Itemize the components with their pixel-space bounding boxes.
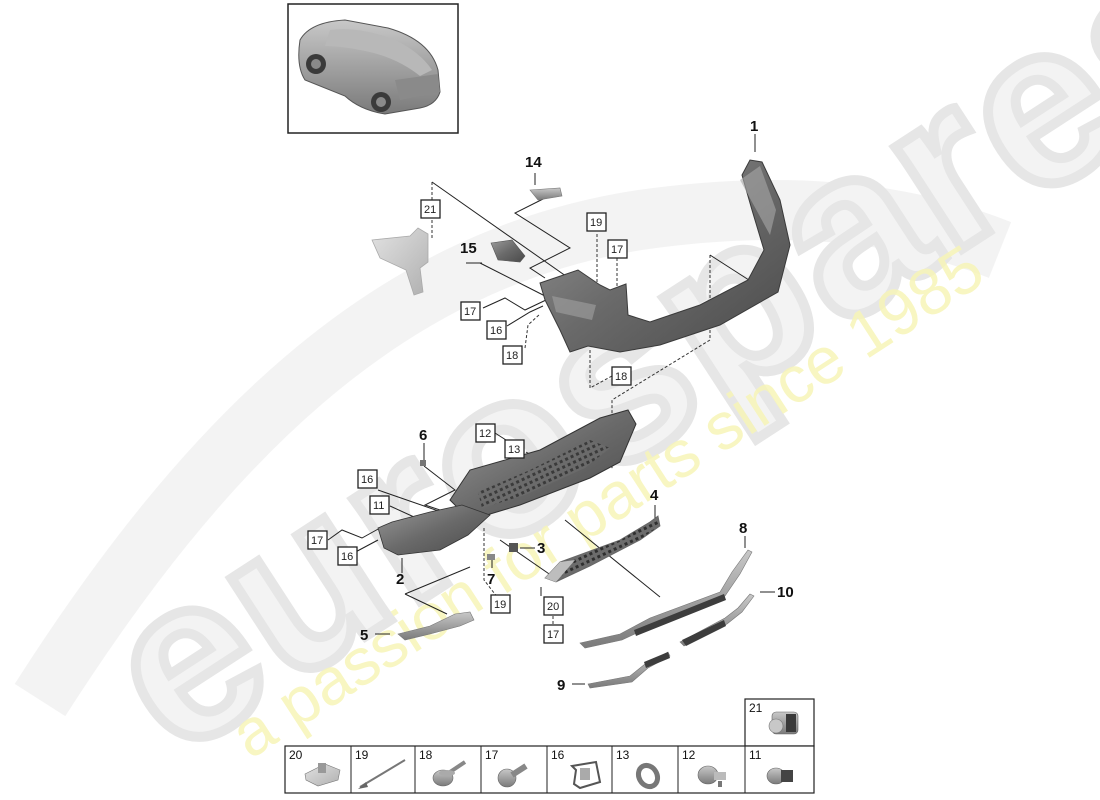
boxed-refs: 21 19 17 17 16 18 18 12 13 16 11 17 16 1… — [307, 199, 632, 644]
svg-text:16: 16 — [341, 551, 353, 563]
part-5-bracket[interactable] — [397, 611, 475, 641]
part-15-cover[interactable] — [490, 239, 526, 263]
table-cell-16[interactable]: 16 — [551, 748, 602, 790]
svg-text:18: 18 — [419, 748, 433, 762]
sensor-clip-icon — [766, 767, 793, 785]
svg-text:12: 12 — [682, 748, 696, 762]
table-cell-20[interactable]: 20 — [289, 748, 341, 787]
sensor-holder-icon — [697, 765, 726, 787]
ref-box-17-top[interactable]: 17 — [607, 239, 628, 259]
callouts: 1 2 3 4 5 6 7 8 9 10 14 15 — [360, 118, 794, 694]
ring-nut-icon — [635, 762, 661, 790]
ref-box-21[interactable]: 21 — [420, 199, 441, 219]
svg-text:19: 19 — [355, 748, 369, 762]
callout-14[interactable]: 14 — [525, 154, 542, 171]
callout-7[interactable]: 7 — [487, 571, 495, 588]
part-7-clip[interactable] — [487, 554, 495, 560]
part-8-trim-strip[interactable] — [579, 549, 753, 649]
table-cell-17[interactable]: 17 — [485, 748, 528, 788]
svg-text:11: 11 — [749, 748, 762, 762]
ref-box-16-mid[interactable]: 16 — [486, 320, 507, 340]
part-6-clip[interactable] — [420, 460, 426, 466]
ref-box-13[interactable]: 13 — [504, 439, 525, 459]
ref-box-20[interactable]: 20 — [543, 596, 564, 616]
ref-box-17-bottom[interactable]: 17 — [543, 624, 564, 644]
ref-box-12[interactable]: 12 — [475, 423, 496, 443]
ref-box-17-low[interactable]: 17 — [307, 530, 328, 550]
svg-text:13: 13 — [616, 748, 630, 762]
rivet-pin-icon — [358, 759, 406, 789]
table-cell-12[interactable]: 12 — [682, 748, 726, 787]
part-10-trim-strip[interactable] — [679, 593, 755, 647]
svg-text:20: 20 — [289, 748, 303, 762]
callout-2[interactable]: 2 — [396, 571, 404, 588]
table-cell-21[interactable]: 21 — [744, 698, 815, 747]
svg-text:16: 16 — [551, 748, 565, 762]
svg-text:19: 19 — [590, 217, 602, 229]
ref-box-18-mid[interactable]: 18 — [502, 345, 523, 365]
spring-clip-icon — [569, 760, 602, 790]
callout-6[interactable]: 6 — [419, 427, 427, 444]
svg-text:17: 17 — [611, 244, 623, 256]
watermark: eurospares eurospares a passion for part… — [14, 0, 1100, 800]
svg-text:16: 16 — [490, 325, 502, 337]
part-4-diffuser-insert[interactable] — [544, 515, 661, 583]
svg-text:18: 18 — [506, 350, 518, 362]
table-cell-19[interactable]: 19 — [355, 748, 406, 789]
ref-box-16-left[interactable]: 16 — [337, 546, 358, 566]
callout-4[interactable]: 4 — [650, 487, 659, 504]
svg-text:16: 16 — [361, 474, 373, 486]
ref-box-17-mid[interactable]: 17 — [460, 301, 481, 321]
car-icon — [298, 19, 441, 115]
svg-text:21: 21 — [749, 701, 763, 715]
callout-9[interactable]: 9 — [557, 677, 565, 694]
callout-10[interactable]: 10 — [777, 584, 794, 601]
part-3-clip[interactable] — [509, 543, 518, 552]
callout-15[interactable]: 15 — [460, 240, 477, 257]
svg-text:12: 12 — [479, 428, 491, 440]
svg-text:20: 20 — [547, 601, 559, 613]
vehicle-thumbnail[interactable] — [287, 3, 459, 134]
ref-box-16-low[interactable]: 16 — [357, 469, 378, 489]
part-1-bumper-cover[interactable] — [539, 159, 791, 353]
ref-box-19-top[interactable]: 19 — [586, 212, 607, 232]
expansion-rivet-icon — [432, 760, 467, 787]
part-2-corner-trim[interactable] — [377, 504, 491, 556]
svg-text:11: 11 — [373, 500, 384, 512]
clip-nut-icon — [768, 711, 799, 735]
part-14-cover[interactable] — [529, 187, 563, 201]
svg-text:19: 19 — [494, 599, 506, 611]
svg-text:13: 13 — [508, 444, 520, 456]
table-cell-13[interactable]: 13 — [616, 748, 661, 790]
svg-text:18: 18 — [615, 371, 627, 383]
svg-text:21: 21 — [424, 204, 436, 216]
callout-3[interactable]: 3 — [537, 540, 545, 557]
ref-box-19-low[interactable]: 19 — [490, 594, 511, 614]
bracket-clip-icon — [304, 763, 341, 787]
ref-box-18-right[interactable]: 18 — [611, 366, 632, 386]
svg-text:17: 17 — [311, 535, 323, 547]
callout-8[interactable]: 8 — [739, 520, 747, 537]
screw-icon — [497, 763, 528, 788]
part-bracket-21[interactable] — [371, 227, 429, 296]
table-cell-18[interactable]: 18 — [419, 748, 467, 787]
ref-box-11[interactable]: 11 — [369, 495, 390, 515]
watermark-brand-outline: eurospares — [62, 0, 1100, 800]
callout-5[interactable]: 5 — [360, 627, 368, 644]
fastener-table: 21 20 19 — [284, 698, 815, 794]
svg-text:17: 17 — [485, 748, 499, 762]
callout-1[interactable]: 1 — [750, 118, 758, 135]
svg-text:17: 17 — [464, 306, 476, 318]
svg-text:17: 17 — [547, 629, 559, 641]
watermark-swoosh — [14, 180, 1012, 717]
table-cell-11[interactable]: 11 — [749, 748, 793, 785]
part-9-trim-strip[interactable] — [587, 651, 671, 689]
